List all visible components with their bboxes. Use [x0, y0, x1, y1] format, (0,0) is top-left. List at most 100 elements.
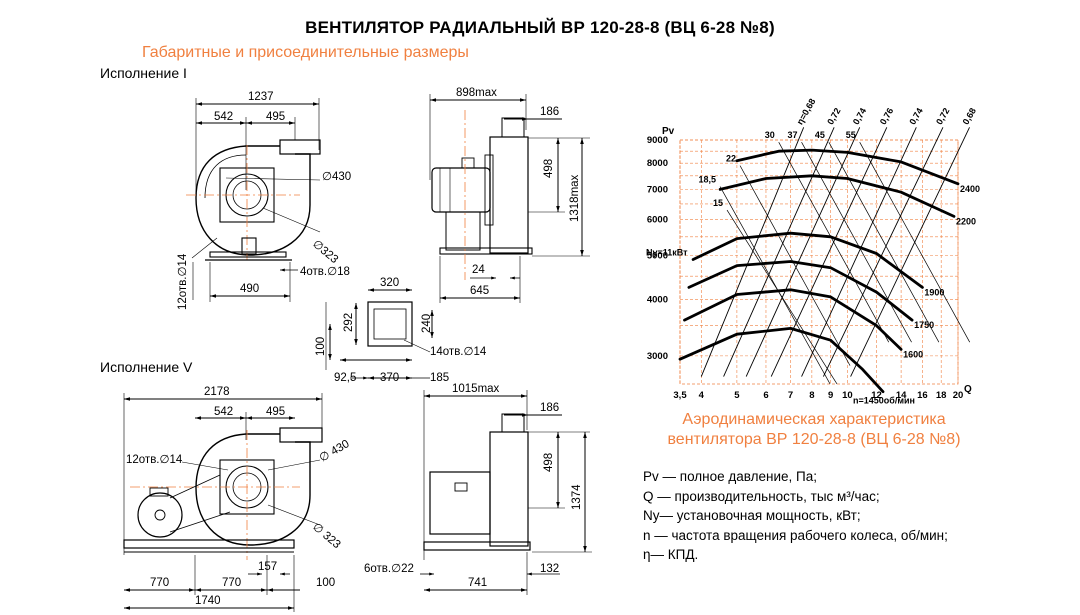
dim-1318max: 1318max: [569, 174, 581, 222]
dim-770-b: 770: [222, 577, 241, 589]
legend-item-ny: Nу— установочная мощность, кВт;: [643, 508, 861, 523]
x-tick-label: 12: [871, 390, 882, 401]
dim-24: 24: [472, 264, 485, 276]
dim-d323-v: ∅ 323: [310, 521, 343, 551]
dim-100: 100: [315, 337, 327, 356]
power-label: 15: [713, 198, 723, 208]
chart-title: Аэродинамическая характеристика вентилят…: [634, 410, 994, 450]
dim-495-v: 495: [266, 406, 285, 418]
power-label: 18,5: [699, 175, 717, 185]
dim-12-holes-v: 12отв.∅14: [126, 454, 183, 466]
dim-498-v: 498: [543, 453, 555, 472]
curve-0: [678, 327, 885, 394]
efficiency-label: η=0,68: [795, 97, 818, 126]
dim-14-holes: 14отв.∅14: [430, 346, 487, 358]
efficiency-label: 0,72: [934, 106, 951, 126]
curve-3: [691, 231, 924, 289]
plot-frame: [679, 139, 959, 385]
dim-770-a: 770: [150, 577, 169, 589]
series-label: 1900: [924, 287, 944, 297]
execution-5-label: Исполнение V: [100, 359, 193, 375]
x-tick-label: 14: [896, 390, 907, 401]
series-label: 2400: [960, 184, 980, 194]
y-tick-label: 3000: [647, 351, 668, 362]
dim-292: 292: [343, 313, 355, 332]
chart-legend: Pv — полное давление, Па; Q — производит…: [643, 467, 948, 565]
curve-1: [683, 288, 903, 351]
dim-898max: 898max: [456, 87, 497, 99]
efficiency-ray: [850, 127, 970, 377]
x-axis-label: Q: [964, 384, 972, 395]
series-label: 2200: [956, 216, 976, 226]
dim-240: 240: [421, 314, 433, 333]
dim-d430: ∅430: [322, 171, 351, 183]
execution-1-label: Исполнение I: [100, 65, 187, 81]
efficiency-label: 0,74: [851, 106, 868, 126]
series-label: 1750: [914, 320, 934, 330]
power-label: 45: [815, 130, 825, 140]
efficiency-ray: [700, 127, 805, 377]
exec5-side-view: [420, 390, 592, 595]
x-tick-label: 3,5: [673, 390, 687, 401]
power-label: 30: [765, 130, 775, 140]
legend-item-q: Q — производительность, тыс м³/час;: [643, 488, 880, 504]
dim-741: 741: [468, 577, 487, 589]
power-label: 55: [846, 130, 856, 140]
efficiency-ray: [745, 127, 861, 377]
page-title: ВЕНТИЛЯТОР РАДИАЛЬНЫЙ ВР 120-28-8 (ВЦ 6-…: [305, 18, 775, 37]
efficiency-ray: [801, 127, 917, 377]
x-tick-label: 16: [917, 390, 928, 401]
dim-490: 490: [240, 283, 259, 295]
power-label: Nу=11кВт: [646, 247, 688, 257]
x-tick-label: 6: [763, 390, 768, 401]
x-tick-label: 20: [953, 390, 964, 401]
x-tick-label: 18: [936, 390, 947, 401]
exec1-front-view: [186, 98, 321, 302]
chart-grid: [679, 139, 959, 385]
y-tick-label: 6000: [647, 215, 668, 226]
power-line: [778, 142, 890, 343]
legend-item-pv: Pv — полное давление, Па;: [643, 469, 817, 484]
y-tick-label: 9000: [647, 135, 668, 146]
y-tick-label: 4000: [647, 294, 668, 305]
dim-495: 495: [266, 111, 285, 123]
dim-157: 157: [258, 561, 277, 573]
dim-4-holes: 4отв.∅18: [300, 266, 350, 278]
efficiency-label: 0,74: [907, 106, 924, 126]
dim-1740: 1740: [195, 595, 221, 607]
dim-320: 320: [380, 277, 399, 289]
power-line: [859, 142, 971, 343]
power-label: 37: [788, 130, 798, 140]
y-axis-label: Pv: [662, 126, 675, 137]
dim-542-v: 542: [214, 406, 233, 418]
dim-100-v: 100: [316, 577, 335, 589]
dim-186: 186: [540, 106, 559, 118]
x-tick-label: 5: [734, 390, 740, 401]
dim-132: 132: [540, 563, 559, 575]
y-tick-label: 8000: [647, 158, 668, 169]
dim-6-holes: 6отв.∅22: [364, 563, 414, 575]
power-line: [739, 165, 851, 366]
chart-title-line2: вентилятора ВР 120-28-8 (ВЦ 6-28 №8): [667, 431, 961, 448]
x-tick-label: 4: [699, 390, 705, 401]
dim-d430-v: ∅ 430: [318, 438, 352, 465]
y-tick-label: 5000: [647, 251, 668, 262]
curve-2: [687, 260, 914, 322]
legend-item-eta: η— КПД.: [643, 547, 699, 562]
dim-185: 185: [430, 372, 449, 384]
series-label: n=1450об/мин: [853, 396, 915, 406]
x-tick-label: 9: [828, 390, 833, 401]
dim-498: 498: [543, 159, 555, 178]
dim-1015max: 1015max: [452, 383, 500, 395]
dim-1374: 1374: [571, 484, 583, 510]
efficiency-label: 0,76: [878, 106, 895, 126]
efficiency-ray: [723, 127, 835, 377]
series-label: 1600: [903, 349, 923, 359]
efficiency-label: 0,72: [825, 106, 842, 126]
power-line: [719, 186, 831, 385]
dim-542: 542: [214, 111, 233, 123]
efficiency-ray: [770, 127, 888, 377]
